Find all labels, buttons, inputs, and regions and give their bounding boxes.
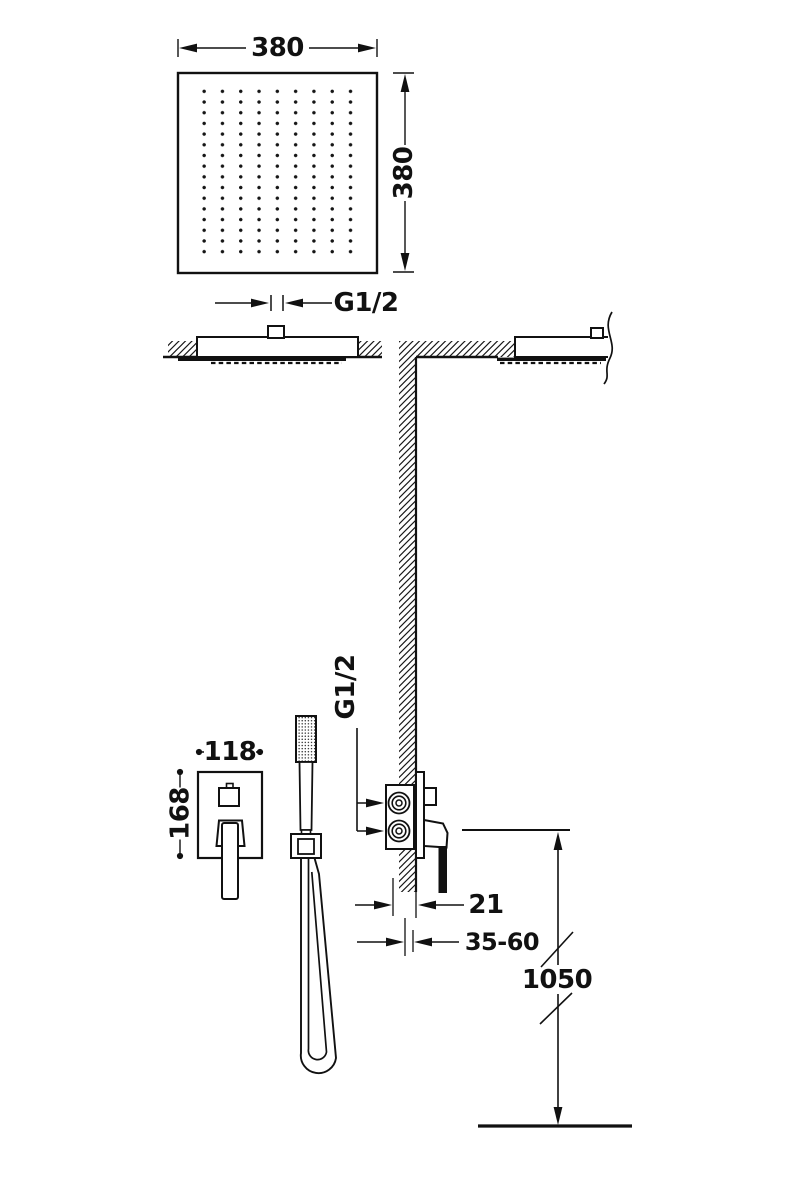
arrow-left-icon bbox=[418, 900, 436, 910]
trim-width-label: 118 bbox=[203, 736, 257, 767]
lever-grip-side bbox=[438, 846, 447, 893]
embedment-range-label: 35-60 bbox=[459, 928, 545, 955]
dim-dot bbox=[176, 852, 184, 860]
dim-dot bbox=[256, 748, 264, 756]
arrow-down-icon bbox=[553, 1107, 563, 1125]
trim-height-label: 168 bbox=[165, 787, 195, 840]
mixer-side-view bbox=[356, 728, 449, 893]
arrow-down-icon bbox=[400, 253, 410, 271]
mounting-height-label: 1050 bbox=[521, 964, 593, 995]
head-depth-label: 380 bbox=[389, 145, 419, 201]
arrow-left-icon bbox=[179, 43, 197, 53]
hand-shower bbox=[290, 715, 337, 1075]
wall-bracket-inner bbox=[297, 838, 315, 855]
dim-wall-connection bbox=[356, 728, 384, 836]
arrow-right-icon bbox=[358, 43, 376, 53]
arrow-right-icon bbox=[386, 937, 404, 947]
arrow-right-icon bbox=[374, 900, 392, 910]
lever-grip-front bbox=[221, 822, 239, 900]
ceiling-head-connector-left bbox=[267, 325, 285, 339]
ceiling-head-side-left bbox=[196, 336, 359, 358]
hose-inner bbox=[307, 858, 328, 1061]
ceiling-head-side-right bbox=[514, 336, 608, 358]
arrow-up-icon bbox=[400, 74, 410, 92]
ceiling-connection-label: G1/2 bbox=[333, 288, 399, 318]
hose-outer bbox=[299, 857, 337, 1075]
lever-base-side bbox=[423, 818, 449, 849]
arrow-right-icon bbox=[366, 826, 384, 836]
arrow-up-icon bbox=[553, 832, 563, 850]
wall-offset-label: 21 bbox=[466, 891, 506, 918]
head-width-label: 380 bbox=[249, 34, 306, 62]
arrow-right-icon bbox=[366, 798, 384, 808]
nozzle-face-left bbox=[178, 357, 346, 361]
hand-shower-handle bbox=[298, 761, 314, 831]
trim-plate-side bbox=[415, 771, 425, 859]
diverter-knob-front bbox=[218, 787, 240, 807]
dim-wall-offset bbox=[355, 878, 464, 916]
nozzle-grid bbox=[195, 86, 359, 258]
dim-embedment-range bbox=[357, 892, 462, 956]
inlet-top bbox=[387, 791, 411, 815]
nozzle-face-right bbox=[497, 357, 606, 361]
inlet-bottom bbox=[387, 819, 411, 843]
arrow-right-icon bbox=[251, 298, 269, 308]
dim-head-depth bbox=[393, 72, 414, 273]
break-line bbox=[603, 311, 613, 385]
diverter-knob-side bbox=[423, 787, 437, 806]
ceiling-hatch-right bbox=[399, 341, 515, 357]
arrow-left-icon bbox=[414, 937, 432, 947]
arrow-left-icon bbox=[285, 298, 303, 308]
hand-shower-head bbox=[295, 715, 317, 763]
wall-connection-label: G1/2 bbox=[331, 650, 361, 724]
wall-hatch bbox=[399, 357, 415, 892]
dim-ceiling-connection bbox=[215, 295, 332, 311]
dim-head-width bbox=[177, 39, 378, 57]
ceiling-head-connector-right bbox=[590, 327, 604, 339]
dim-dot bbox=[176, 768, 184, 776]
dim-dot bbox=[195, 748, 203, 756]
